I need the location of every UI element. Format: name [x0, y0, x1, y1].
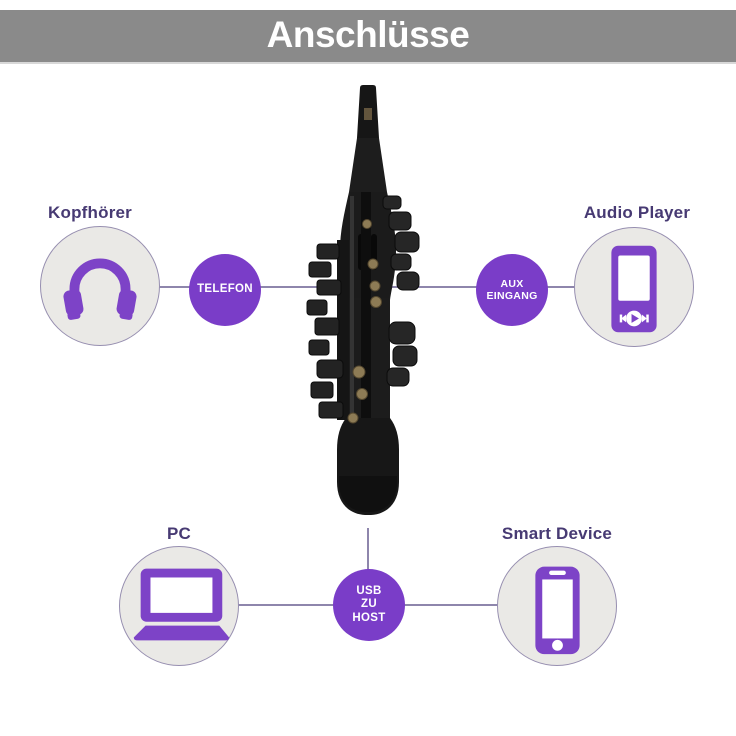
headphones-label: Kopfhörer: [48, 203, 132, 222]
audio-player-circle: [574, 227, 694, 347]
smart-device-label: Smart Device: [501, 524, 613, 543]
usb-port-text-line2: ZU: [361, 598, 377, 611]
usb-port-text-line1: USB: [356, 585, 382, 598]
title-banner: Anschlüsse: [0, 10, 736, 64]
aux-port-text-line2: EINGANG: [486, 290, 538, 302]
digital-saxophone-image: [306, 85, 420, 515]
usb-port-text-line3: HOST: [352, 611, 386, 624]
audio-player-icon: [611, 245, 657, 333]
headphones-icon: [63, 258, 137, 320]
aux-eingang-port-badge: AUX EINGANG: [476, 254, 548, 326]
smart-device-circle: [497, 546, 617, 666]
smartphone-icon: [535, 566, 580, 655]
pc-label: PC: [166, 524, 192, 543]
page-title: Anschlüsse: [266, 13, 470, 55]
usb-zu-host-port-badge: USB ZU HOST: [333, 569, 405, 641]
telefon-port-badge: TELEFON: [189, 254, 261, 326]
laptop-icon: [133, 568, 230, 641]
headphones-circle: [40, 226, 160, 346]
audio-player-label: Audio Player: [583, 203, 691, 222]
connector-line-usb-vertical: [367, 528, 369, 606]
telefon-port-text: TELEFON: [197, 283, 253, 296]
pc-circle: [119, 546, 239, 666]
aux-port-text-line1: AUX: [500, 277, 524, 290]
